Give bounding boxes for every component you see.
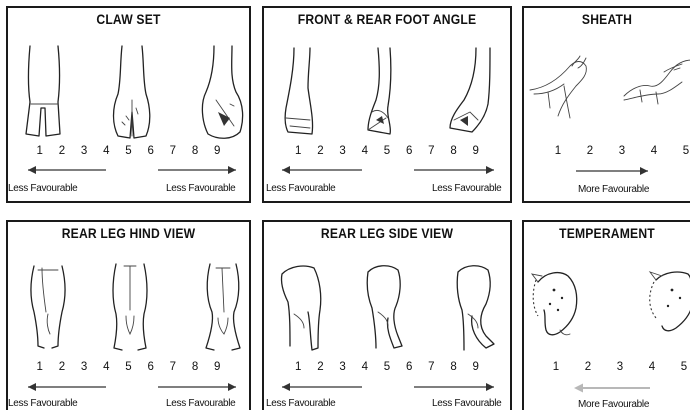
right-label: Less Favourable [166, 398, 235, 409]
panel-hind-view: REAR LEG HIND VIEW 123456789 Less Favour… [6, 220, 251, 410]
direction-arrows [264, 8, 514, 205]
panel-temperament: TEMPERAMENT 12345 More Favourable [522, 220, 690, 410]
left-label: Less Favourable [8, 183, 77, 194]
direction-arrows [264, 222, 514, 412]
left-label: Less Favourable [8, 398, 77, 409]
direction-arrow [524, 222, 690, 412]
direction-arrows [8, 8, 253, 205]
left-label: Less Favourable [266, 398, 335, 409]
direction-arrows [8, 222, 253, 412]
favourable-label: More Favourable [578, 399, 649, 410]
direction-arrow [524, 8, 690, 205]
right-label: Less Favourable [432, 183, 501, 194]
right-label: Less Favourable [166, 183, 235, 194]
panel-claw-set: CLAW SET 123456789 Less Favourable Less … [6, 6, 251, 203]
left-label: Less Favourable [266, 183, 335, 194]
favourable-label: More Favourable [578, 184, 649, 195]
panel-foot-angle: FRONT & REAR FOOT ANGLE 123456789 Less F… [262, 6, 512, 203]
panel-side-view: REAR LEG SIDE VIEW 123456789 Less Favour… [262, 220, 512, 410]
right-label: Less Favourable [432, 398, 501, 409]
panel-sheath: SHEATH 12345 More Favourable [522, 6, 690, 203]
